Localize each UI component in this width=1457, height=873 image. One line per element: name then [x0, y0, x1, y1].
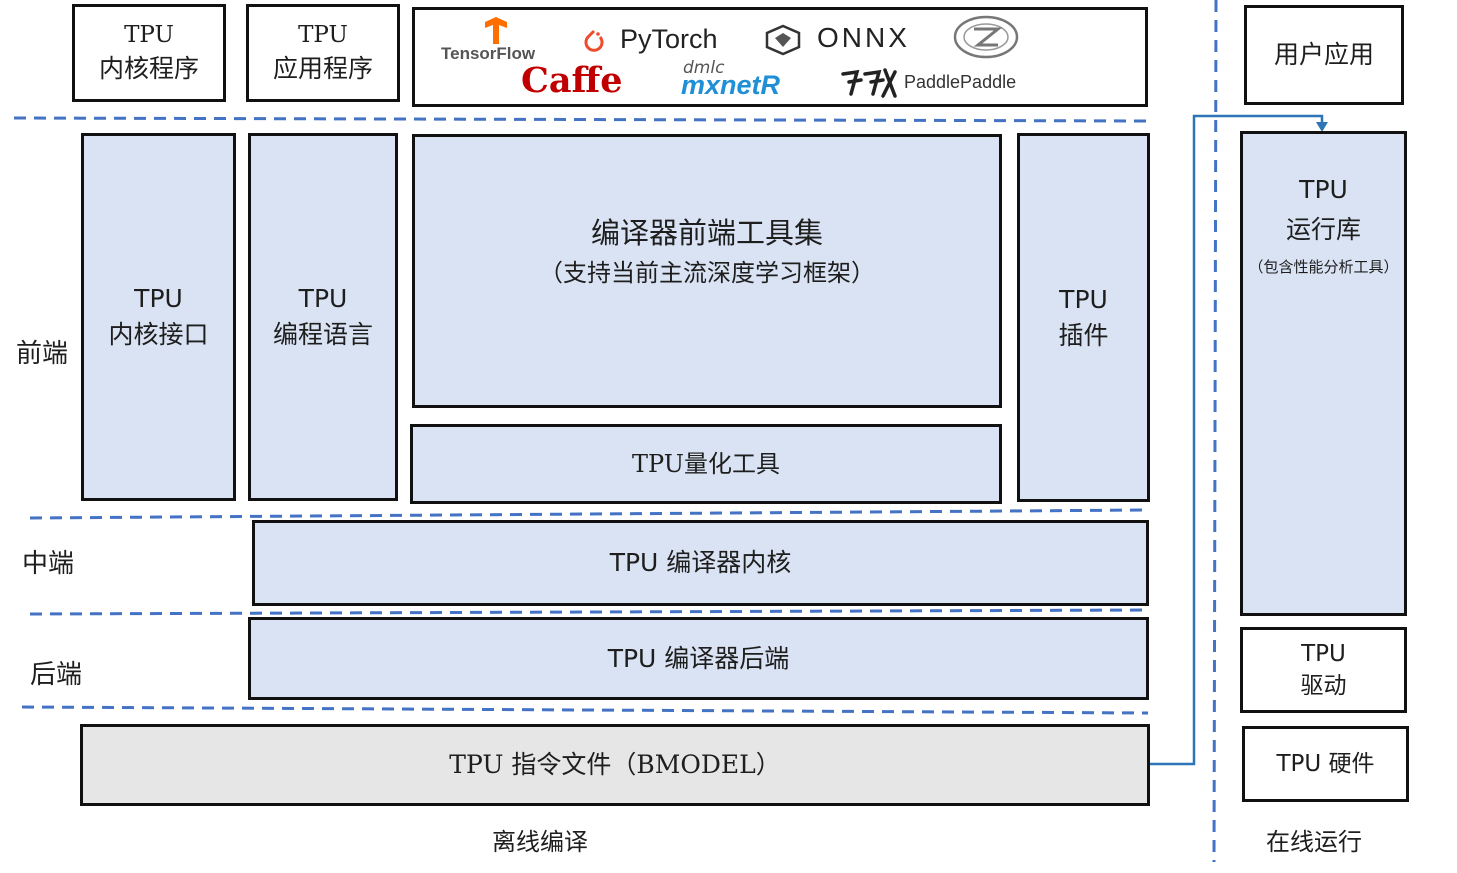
- caffe-logo-text: Caffe: [521, 60, 623, 101]
- divider-apps-frontend: [13, 116, 1149, 123]
- tpu-runtime-library-line1: TPU: [1299, 175, 1348, 204]
- tpu-plugin-line1: TPU: [1059, 284, 1108, 314]
- tpu-hardware-label: TPU 硬件: [1276, 751, 1375, 777]
- divider-middle-backend: [29, 608, 1149, 616]
- compiler-frontend-subtitle: （支持当前主流深度学习框架）: [539, 259, 875, 287]
- tpu-programming-language-line2: 编程语言: [272, 320, 373, 349]
- tpu-quantization-tool-box: TPU量化工具: [410, 424, 1002, 504]
- stage-label-back: 后端: [30, 660, 83, 690]
- stage-label-offline: 离线编译: [492, 828, 588, 856]
- onnx-logo-text: ONNX: [817, 22, 910, 53]
- tpu-bmodel-label: TPU 指令文件（BMODEL）: [449, 750, 781, 779]
- tpu-kernel-program-line1: TPU: [124, 22, 174, 48]
- divider-frontend-middle: [29, 508, 1149, 520]
- frameworks-box: TensorFlow PyTorch ONNX Caffe dmlc mxnet…: [412, 7, 1148, 107]
- divider-offline-online: [1212, 0, 1218, 863]
- round-framework-icon: [952, 15, 1020, 63]
- paddlepaddle-logo-text: PaddlePaddle: [904, 72, 1017, 92]
- tensorflow-icon: [481, 16, 511, 50]
- tpu-hardware-box: TPU 硬件: [1242, 726, 1409, 802]
- stage-label-middle: 中端: [22, 549, 75, 579]
- stage-label-online: 在线运行: [1266, 828, 1362, 856]
- tpu-kernel-program-box: TPU 内核程序: [72, 4, 226, 102]
- tensorflow-logo-text: TensorFlow: [441, 44, 536, 63]
- stage-label-front: 前端: [16, 339, 69, 369]
- tpu-application-line1: TPU: [298, 22, 348, 48]
- tpu-quantization-tool-label: TPU量化工具: [632, 450, 780, 478]
- mxnet-dmlc-text: dmlc: [683, 58, 725, 78]
- user-application-label: 用户应用: [1273, 40, 1374, 69]
- pytorch-logo-text: PyTorch: [620, 24, 718, 54]
- tpu-kernel-interface-box: TPU 内核接口: [81, 133, 236, 501]
- tpu-plugin-line2: 插件: [1058, 320, 1109, 350]
- tpu-bmodel-box: TPU 指令文件（BMODEL）: [80, 724, 1150, 806]
- deploy-arrow-head: [1316, 122, 1328, 132]
- divider-backend-bmodel: [21, 705, 1149, 715]
- compiler-frontend-toolset-box: 编译器前端工具集 （支持当前主流深度学习框架）: [412, 134, 1002, 408]
- tpu-compiler-backend-box: TPU 编译器后端: [248, 617, 1149, 700]
- tpu-kernel-program-line2: 内核程序: [98, 54, 199, 83]
- tpu-programming-language-line1: TPU: [298, 284, 348, 313]
- tpu-driver-box: TPU 驱动: [1240, 627, 1407, 713]
- tpu-runtime-library-line2: 运行库: [1285, 215, 1361, 244]
- tpu-runtime-library-note: （包含性能分析工具）: [1248, 258, 1399, 276]
- paddlepaddle-icon: [839, 66, 899, 104]
- tpu-runtime-library-box: TPU 运行库 （包含性能分析工具）: [1240, 131, 1407, 616]
- tpu-driver-line2: 驱动: [1300, 673, 1347, 699]
- tpu-programming-language-box: TPU 编程语言: [248, 133, 398, 501]
- pytorch-icon: [581, 28, 607, 58]
- tpu-driver-line1: TPU: [1301, 641, 1346, 667]
- user-application-box: 用户应用: [1244, 5, 1404, 105]
- tpu-compiler-core-label: TPU 编译器内核: [609, 548, 792, 577]
- tpu-kernel-interface-line2: 内核接口: [108, 320, 209, 349]
- tpu-compiler-core-box: TPU 编译器内核: [252, 520, 1149, 606]
- tpu-plugin-box: TPU 插件: [1017, 133, 1150, 502]
- tpu-compiler-backend-label: TPU 编译器后端: [607, 643, 790, 673]
- tpu-application-box: TPU 应用程序: [246, 4, 400, 102]
- deploy-connector: [1148, 114, 1324, 766]
- compiler-frontend-title: 编译器前端工具集: [590, 216, 823, 250]
- tpu-kernel-interface-line1: TPU: [134, 284, 183, 313]
- mxnet-logo-text: mxnetR: [681, 70, 781, 100]
- onnx-icon: [763, 24, 803, 60]
- tpu-application-line2: 应用程序: [272, 54, 373, 83]
